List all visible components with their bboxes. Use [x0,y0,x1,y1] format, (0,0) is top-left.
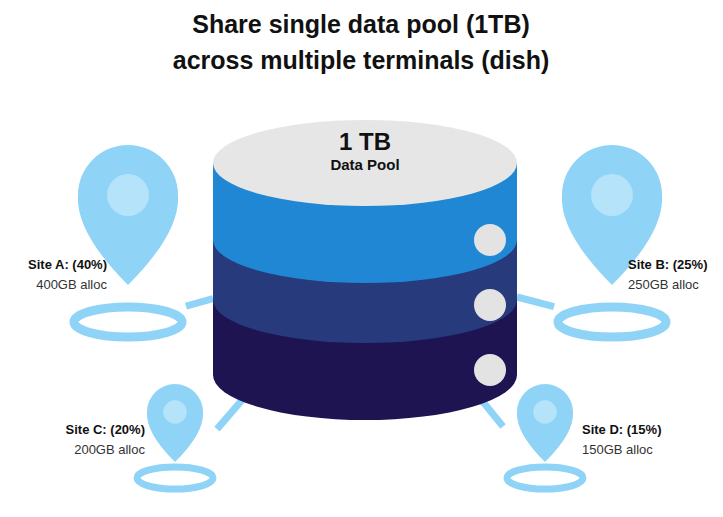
pin-hole [107,174,149,216]
site-pin: Site D: (15%)150GB alloc [503,380,587,492]
pin-hole [591,174,633,216]
indicator-dot [474,354,506,386]
pin-ring [558,307,666,337]
allocation: 400GB alloc [2,275,107,295]
title: Share single data pool (1TB) across mult… [161,6,561,78]
site-label: Site A: (40%)400GB alloc [2,255,107,295]
cylinder-shape [213,140,517,375]
pool-name: Data Pool [213,156,517,174]
site-pin: Site C: (20%)200GB alloc [133,380,217,492]
cylinder-top [213,120,517,206]
pin-shape [503,380,587,492]
pool-label: 1 TBData Pool [213,128,517,174]
site-name: Site C: (20%) [30,420,145,440]
indicator-dot [474,224,506,256]
pin-ring [74,307,182,337]
pin-shape [70,140,186,340]
pin-hole [163,400,187,424]
allocation: 150GB alloc [582,440,712,460]
data-pool-cylinder: 1 TBData Pool [213,140,517,375]
site-name: Site A: (40%) [2,255,107,275]
site-label: Site B: (25%)250GB alloc [628,255,720,295]
allocation: 200GB alloc [30,440,145,460]
site-label: Site C: (20%)200GB alloc [30,420,145,460]
pin-shape [554,140,670,340]
site-name: Site B: (25%) [628,255,720,275]
pin-ring [507,467,583,489]
site-name: Site D: (15%) [582,420,712,440]
pin-hole [533,400,557,424]
connector-line [186,299,213,306]
pin-ring [137,467,213,489]
pin-body [147,384,203,462]
site-pin: Site B: (25%)250GB alloc [554,140,670,340]
connector-line [517,297,554,307]
site-label: Site D: (15%)150GB alloc [582,420,712,460]
pin-shape [133,380,217,492]
allocation: 250GB alloc [628,275,720,295]
site-pin: Site A: (40%)400GB alloc [70,140,186,340]
pin-body [517,384,573,462]
pool-size: 1 TB [213,128,517,156]
indicator-dot [474,289,506,321]
